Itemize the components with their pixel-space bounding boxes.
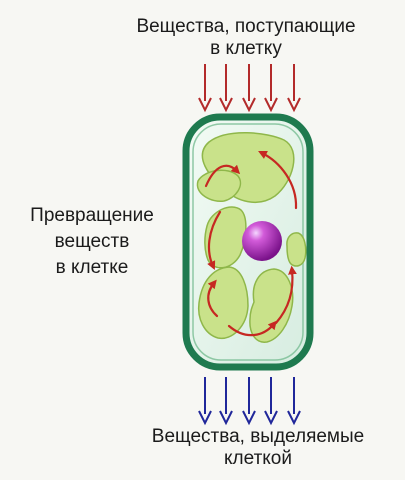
cyclosis-arrows xyxy=(204,151,298,337)
output-arrow xyxy=(198,377,212,426)
cyclosis-arrow xyxy=(207,279,219,318)
input-arrow xyxy=(264,64,278,113)
transformation-label-line-3: в клетке xyxy=(55,257,129,278)
transformation-label: Превращение веществ в клетке xyxy=(8,203,176,281)
organelle xyxy=(286,232,307,267)
cyclosis-arrow xyxy=(274,265,297,325)
transformation-label-line-2: веществ xyxy=(54,231,130,252)
input-arrow xyxy=(198,64,212,113)
cyclosis-arrow xyxy=(227,320,277,337)
input-label-line-2: в клетку xyxy=(210,38,282,59)
plant-cell xyxy=(182,113,314,371)
output-arrow xyxy=(287,377,301,426)
input-arrow xyxy=(287,64,301,113)
organelle xyxy=(196,169,242,202)
transformation-label-line-1: Превращение xyxy=(30,205,154,226)
output-label-line-1: Вещества, выделяемые xyxy=(151,426,365,447)
output-arrow xyxy=(264,377,278,426)
cyclosis-arrow xyxy=(207,210,222,270)
cyclosis-arrow xyxy=(258,151,298,210)
nucleus xyxy=(242,221,282,261)
input-label-line-1: Вещества, поступающие xyxy=(136,16,356,37)
output-arrow xyxy=(219,377,233,426)
output-substances-label: Вещества, выделяемые клеткой xyxy=(122,426,394,470)
output-label-line-2: клеткой xyxy=(224,448,292,469)
input-arrows xyxy=(198,64,301,113)
cyclosis-arrow xyxy=(204,164,241,188)
organelle xyxy=(249,268,294,343)
input-arrow xyxy=(219,64,233,113)
input-substances-label: Вещества, поступающие в клетку xyxy=(110,16,382,60)
output-arrow xyxy=(242,377,256,426)
output-arrows xyxy=(198,377,301,426)
input-arrow xyxy=(242,64,256,113)
